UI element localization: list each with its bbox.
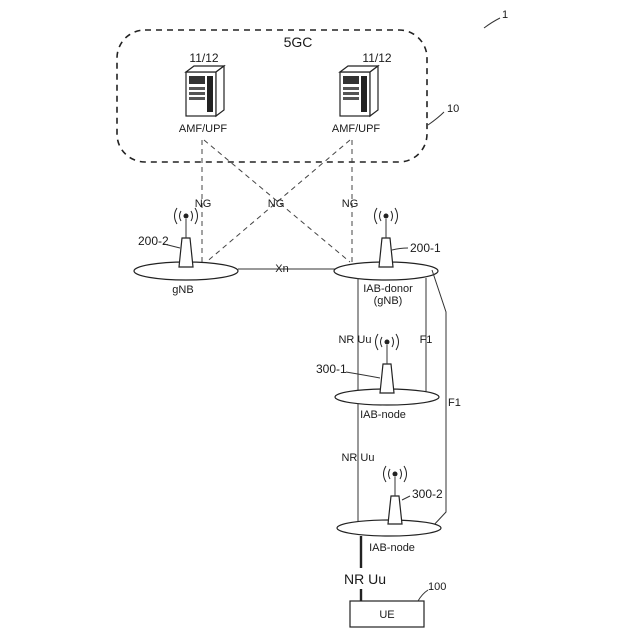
f1-label-outer: F1 [448,397,461,409]
iab-node-1-antenna-icon [376,334,399,393]
server-icon-right [340,66,378,116]
iab-donor-label-line1: IAB-donor [363,283,413,295]
ue-ref: 100 [428,581,446,593]
gnb-ref: 200-2 [138,234,169,248]
core-ref-leader [428,112,444,125]
iab-donor-antenna-icon [375,208,398,267]
server-left-label: AMF/UPF [179,123,228,135]
ng-label-center: NG [268,198,285,210]
nr-uu-label-ue: NR Uu [344,571,386,587]
nr-uu-label-lower: NR Uu [341,452,374,464]
gnb-antenna-icon [175,208,198,267]
iab-donor-ref-leader [392,248,408,250]
figure-ref-leader [484,18,500,28]
ng-label-right: NG [342,198,359,210]
ue-ref-leader [418,590,428,601]
ng-label-left: NG [195,198,212,210]
ue-label: UE [379,609,394,621]
iab-node-2-antenna-icon [384,466,407,524]
core-network-title: 5GC [284,34,313,50]
xn-label: Xn [275,263,288,275]
iab-node-2-label: IAB-node [369,542,415,554]
server-icon-left [186,66,224,116]
iab-node-1-ref-leader [346,372,380,378]
figure-ref-number: 1 [502,9,508,21]
server-right-number: 11/12 [362,51,391,65]
core-network-boundary [117,30,427,162]
server-right-label: AMF/UPF [332,123,381,135]
nr-uu-label-upper: NR Uu [338,334,371,346]
core-network-ref: 10 [447,103,459,115]
iab-donor-label-line2: (gNB) [374,295,403,307]
iab-node-1-label: IAB-node [360,409,406,421]
server-left-number: 11/12 [189,51,218,65]
iab-node-2-ref: 300-2 [412,487,443,501]
iab-node-1-ref: 300-1 [316,362,347,376]
iab-node-2-ref-leader [402,496,410,500]
gnb-label: gNB [172,284,193,296]
iab-donor-ref: 200-1 [410,241,441,255]
f1-label-inner: F1 [420,334,433,346]
